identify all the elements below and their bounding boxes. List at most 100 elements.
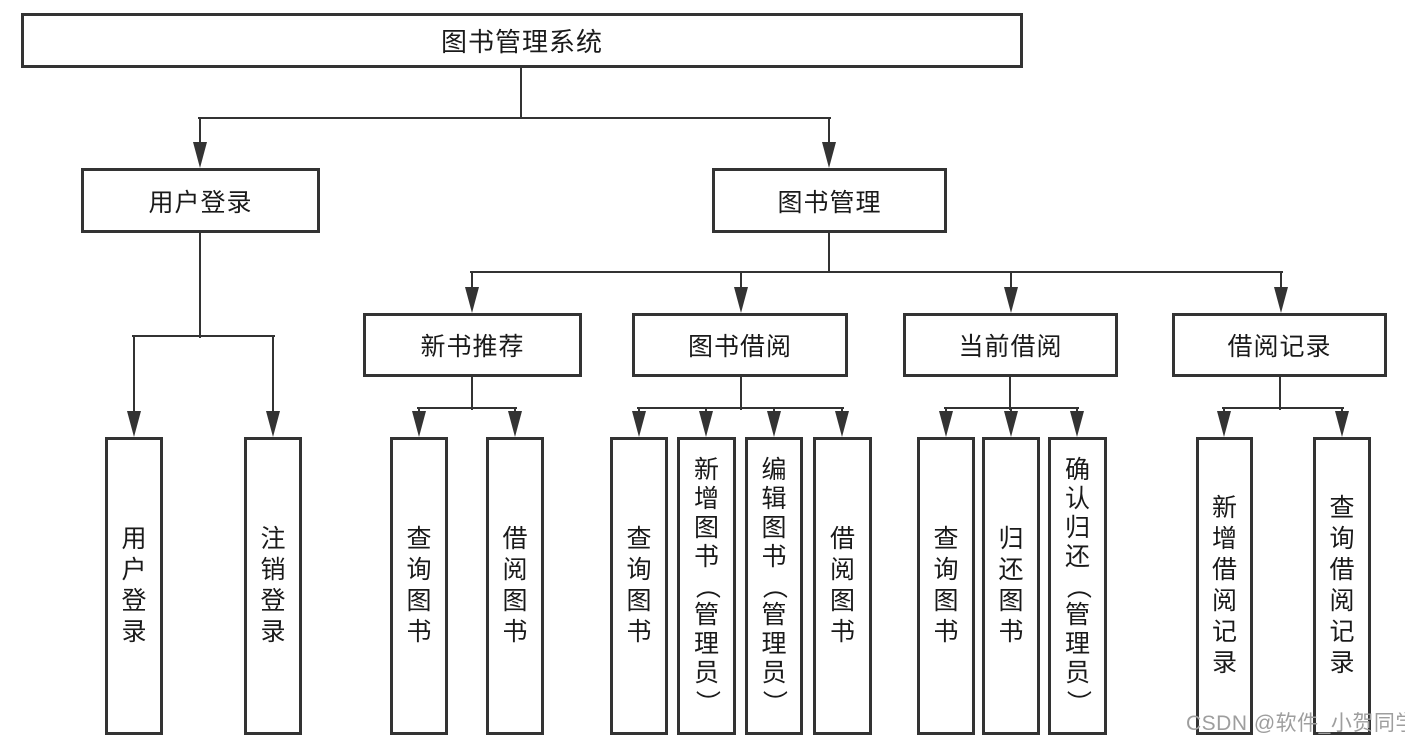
connector-hline (470, 271, 1283, 273)
leaf-add-borrow-record-label: 新增借阅记录 (1212, 496, 1237, 676)
arrow-down-icon (508, 411, 522, 437)
connector-vline (1341, 407, 1343, 412)
leaf-borrow-book-recommend-label: 借阅图书 (502, 527, 527, 645)
vertical-glyph: 图 (502, 587, 528, 615)
connector-vline (828, 118, 830, 143)
vertical-glyph: ） (760, 689, 789, 715)
leaf-borrow-book-recommend: 借阅图书 (486, 437, 544, 735)
connector-hline (1222, 407, 1344, 409)
connector-vline (199, 233, 201, 338)
vertical-glyph: 录 (260, 618, 286, 646)
watermark: CSDN @软件_小贺同学 (1186, 712, 1405, 735)
node-library-management-system-label: 图书管理系统 (440, 27, 603, 57)
connector-hline (417, 407, 517, 409)
vertical-glyph: 登 (121, 587, 147, 615)
vertical-glyph: 还 (1064, 542, 1090, 571)
vertical-glyph: 用 (121, 525, 147, 553)
arrow-down-icon (699, 411, 713, 437)
vertical-glyph: 增 (693, 484, 719, 513)
vertical-glyph: 录 (1211, 649, 1237, 677)
connector-hline (132, 335, 275, 337)
vertical-glyph: 理 (693, 629, 719, 658)
vertical-glyph: 询 (406, 556, 432, 584)
vertical-glyph: 图 (626, 587, 652, 615)
connector-vline (133, 336, 135, 413)
vertical-glyph: 图 (761, 513, 787, 542)
vertical-glyph: 归 (998, 525, 1024, 553)
connector-vline (841, 407, 843, 412)
connector-vline (471, 272, 473, 289)
vertical-glyph: 编 (761, 455, 787, 484)
vertical-glyph: 阅 (502, 556, 528, 584)
leaf-user-login-label: 用户登录 (121, 527, 146, 645)
node-book-management: 图书管理 (712, 168, 947, 233)
arrow-down-icon (193, 142, 207, 168)
vertical-glyph: 记 (1329, 618, 1355, 646)
node-current-borrowing-label: 当前借阅 (958, 333, 1063, 361)
connector-vline (418, 407, 420, 412)
node-library-management-system: 图书管理系统 (21, 13, 1023, 68)
vertical-glyph: 记 (1211, 618, 1237, 646)
connector-vline (828, 232, 830, 273)
vertical-glyph: 询 (626, 556, 652, 584)
arrow-down-icon (1004, 411, 1018, 437)
vertical-glyph: 录 (1329, 649, 1355, 677)
vertical-glyph: 员 (693, 658, 719, 687)
vertical-glyph: ） (1063, 689, 1092, 715)
vertical-glyph: 借 (1329, 556, 1355, 584)
connector-hline (198, 117, 831, 119)
node-borrowing-records: 借阅记录 (1172, 313, 1387, 377)
leaf-edit-book-admin-label: 编辑图书（管理员） (760, 455, 789, 715)
connector-vline (1010, 272, 1012, 289)
vertical-glyph: 新 (1211, 494, 1237, 522)
leaf-add-book-admin: 新增图书（管理员） (677, 437, 736, 735)
node-borrowing-records-label: 借阅记录 (1227, 333, 1332, 361)
arrow-down-icon (939, 411, 953, 437)
node-new-book-recommend: 新书推荐 (363, 313, 582, 377)
vertical-glyph: 图 (933, 587, 959, 615)
arrow-down-icon (266, 411, 280, 437)
vertical-glyph: 询 (1329, 525, 1355, 553)
vertical-glyph: 理 (1064, 629, 1090, 658)
vertical-glyph: 还 (998, 556, 1024, 584)
vertical-glyph: 增 (1211, 525, 1237, 553)
vertical-glyph: 借 (502, 525, 528, 553)
vertical-glyph: 管 (1064, 600, 1090, 629)
vertical-glyph: 书 (406, 618, 432, 646)
connector-vline (773, 407, 775, 412)
vertical-glyph: （ (692, 573, 721, 599)
vertical-glyph: 查 (626, 525, 652, 553)
vertical-glyph: 询 (933, 556, 959, 584)
leaf-return-book-label: 归还图书 (998, 527, 1023, 645)
arrow-down-icon (835, 411, 849, 437)
connector-vline (705, 407, 707, 412)
leaf-return-book: 归还图书 (982, 437, 1040, 735)
leaf-query-book-recommend-label: 查询图书 (406, 527, 431, 645)
vertical-glyph: 图 (693, 513, 719, 542)
connector-vline (1076, 407, 1078, 412)
node-user-login-label: 用户登录 (148, 188, 253, 217)
vertical-glyph: 书 (761, 542, 787, 571)
vertical-glyph: 查 (406, 525, 432, 553)
connector-vline (471, 377, 473, 410)
leaf-borrow-book-borrowing-label: 借阅图书 (830, 527, 855, 645)
connector-vline (1223, 407, 1225, 412)
vertical-glyph: 书 (693, 542, 719, 571)
vertical-glyph: 图 (406, 587, 432, 615)
vertical-glyph: 登 (260, 587, 286, 615)
vertical-glyph: 阅 (829, 556, 855, 584)
leaf-borrow-book-borrowing: 借阅图书 (813, 437, 872, 735)
connector-vline (638, 407, 640, 412)
vertical-glyph: 员 (1064, 658, 1090, 687)
leaf-user-login: 用户登录 (105, 437, 163, 735)
vertical-glyph: 书 (998, 618, 1024, 646)
node-user-login: 用户登录 (81, 168, 320, 233)
vertical-glyph: 确 (1064, 455, 1090, 484)
leaf-confirm-return-admin-label: 确认归还（管理员） (1063, 455, 1092, 715)
connector-vline (740, 377, 742, 410)
leaf-logout-label: 注销登录 (260, 527, 285, 645)
leaf-query-book-recommend: 查询图书 (390, 437, 448, 735)
connector-vline (1280, 272, 1282, 289)
vertical-glyph: 书 (626, 618, 652, 646)
vertical-glyph: 销 (260, 556, 286, 584)
